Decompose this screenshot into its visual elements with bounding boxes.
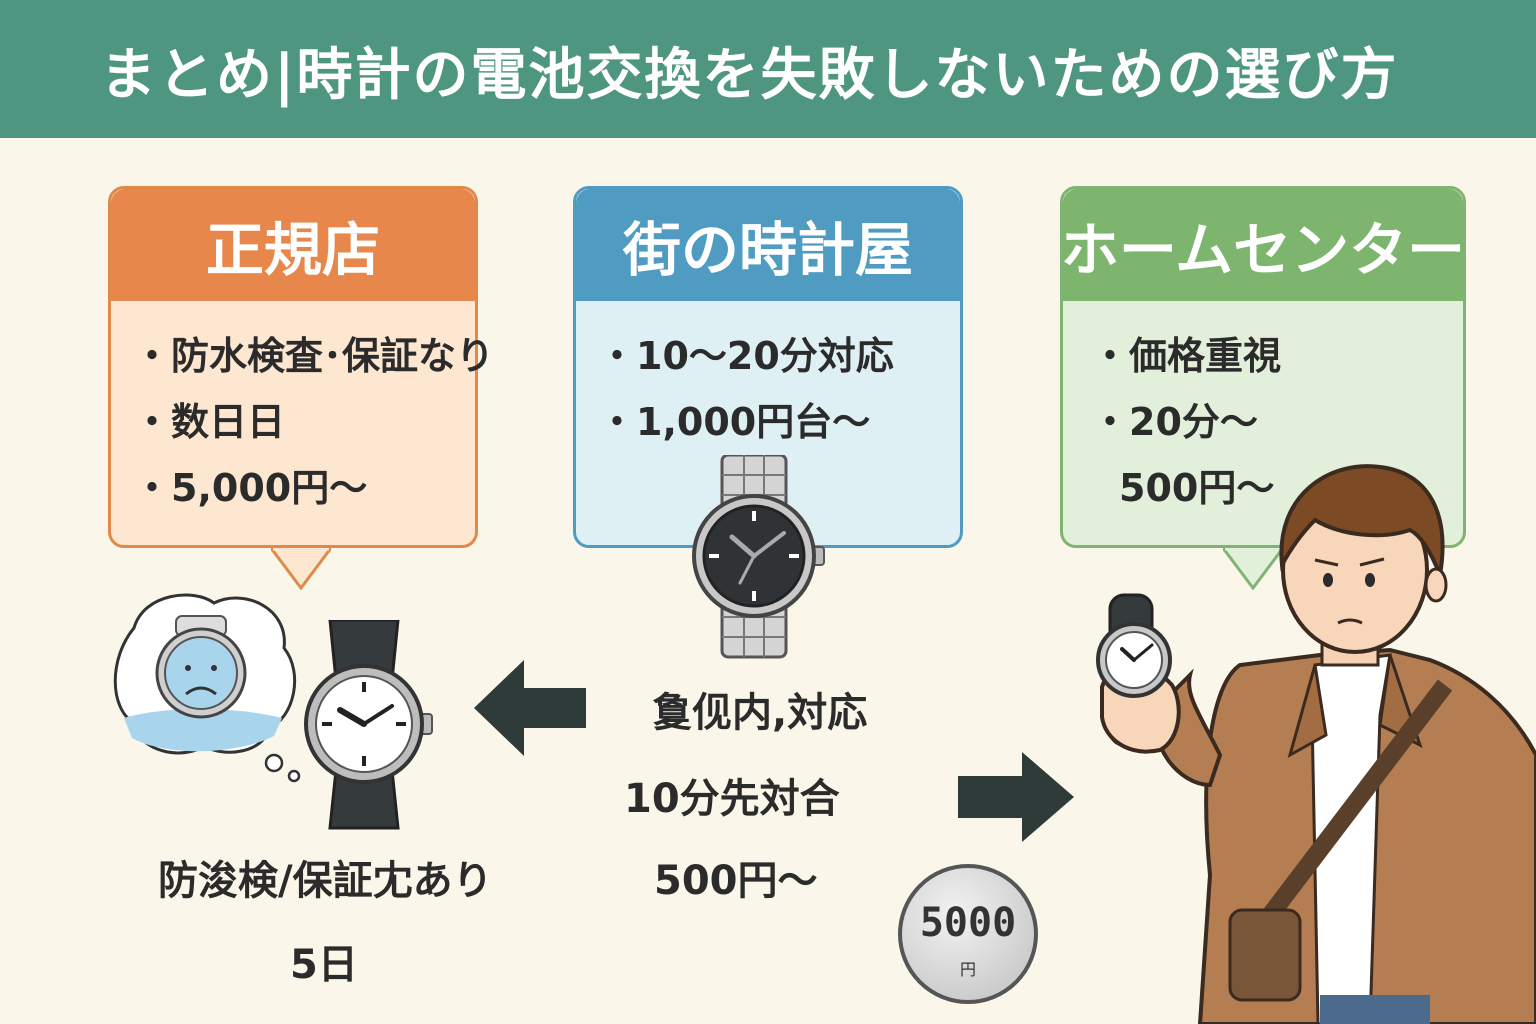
card-home-center: ホームセンター ・価格重視 ・20分〜 500円〜 [1060, 186, 1466, 590]
card-line: ・数日日 [133, 400, 286, 444]
page-title: まとめ|時計の電池交換を失敗しないための選び方 [100, 43, 1399, 108]
card-title: 正規店 [111, 189, 475, 301]
arrow-left-icon [474, 660, 586, 756]
center-note-line1: 敻伣内,対応 [652, 690, 868, 736]
speech-tail [1223, 548, 1283, 590]
arrow-right-icon [958, 752, 1074, 842]
speech-tail [271, 548, 331, 590]
card-line: 500円〜 [1119, 466, 1275, 510]
card-authorized-store: 正規店 ・防水検査･保証なり ・数日日 ・5,000円〜 [108, 186, 495, 590]
card-line: ・1,000円台〜 [598, 400, 871, 444]
person-illustration [1096, 464, 1536, 1024]
card-line: ・10〜20分対応 [598, 334, 894, 378]
card-line: ・価格重視 [1091, 334, 1282, 378]
center-note-line2: 10分先対合 [624, 776, 840, 822]
coin-icon: 5000 円 [898, 864, 1038, 1004]
left-note-line1: 防浚検/保証冘あり [158, 858, 493, 904]
header-bar: まとめ|時計の電池交換を失敗しないための選び方 [0, 0, 1536, 138]
steel-watch-icon [692, 455, 825, 659]
card-line: ・20分〜 [1091, 400, 1258, 444]
card-title: ホームセンター [1061, 189, 1465, 301]
left-note-line2: 5日 [290, 942, 358, 988]
wristwatch-icon [304, 620, 433, 830]
card-line: ・5,000円〜 [133, 466, 368, 510]
center-note-line3: 500円〜 [654, 858, 818, 904]
card-local-watch-shop: 街の時計屋 ・10〜20分対応 ・1,000円台〜 [573, 186, 963, 548]
sad-watch-icon [113, 593, 301, 783]
card-line: ・防水検査･保証なり [133, 334, 495, 378]
coin-amount: 5000 [919, 900, 1017, 946]
coin-unit: 円 [959, 960, 976, 979]
card-title: 街の時計屋 [576, 189, 960, 301]
